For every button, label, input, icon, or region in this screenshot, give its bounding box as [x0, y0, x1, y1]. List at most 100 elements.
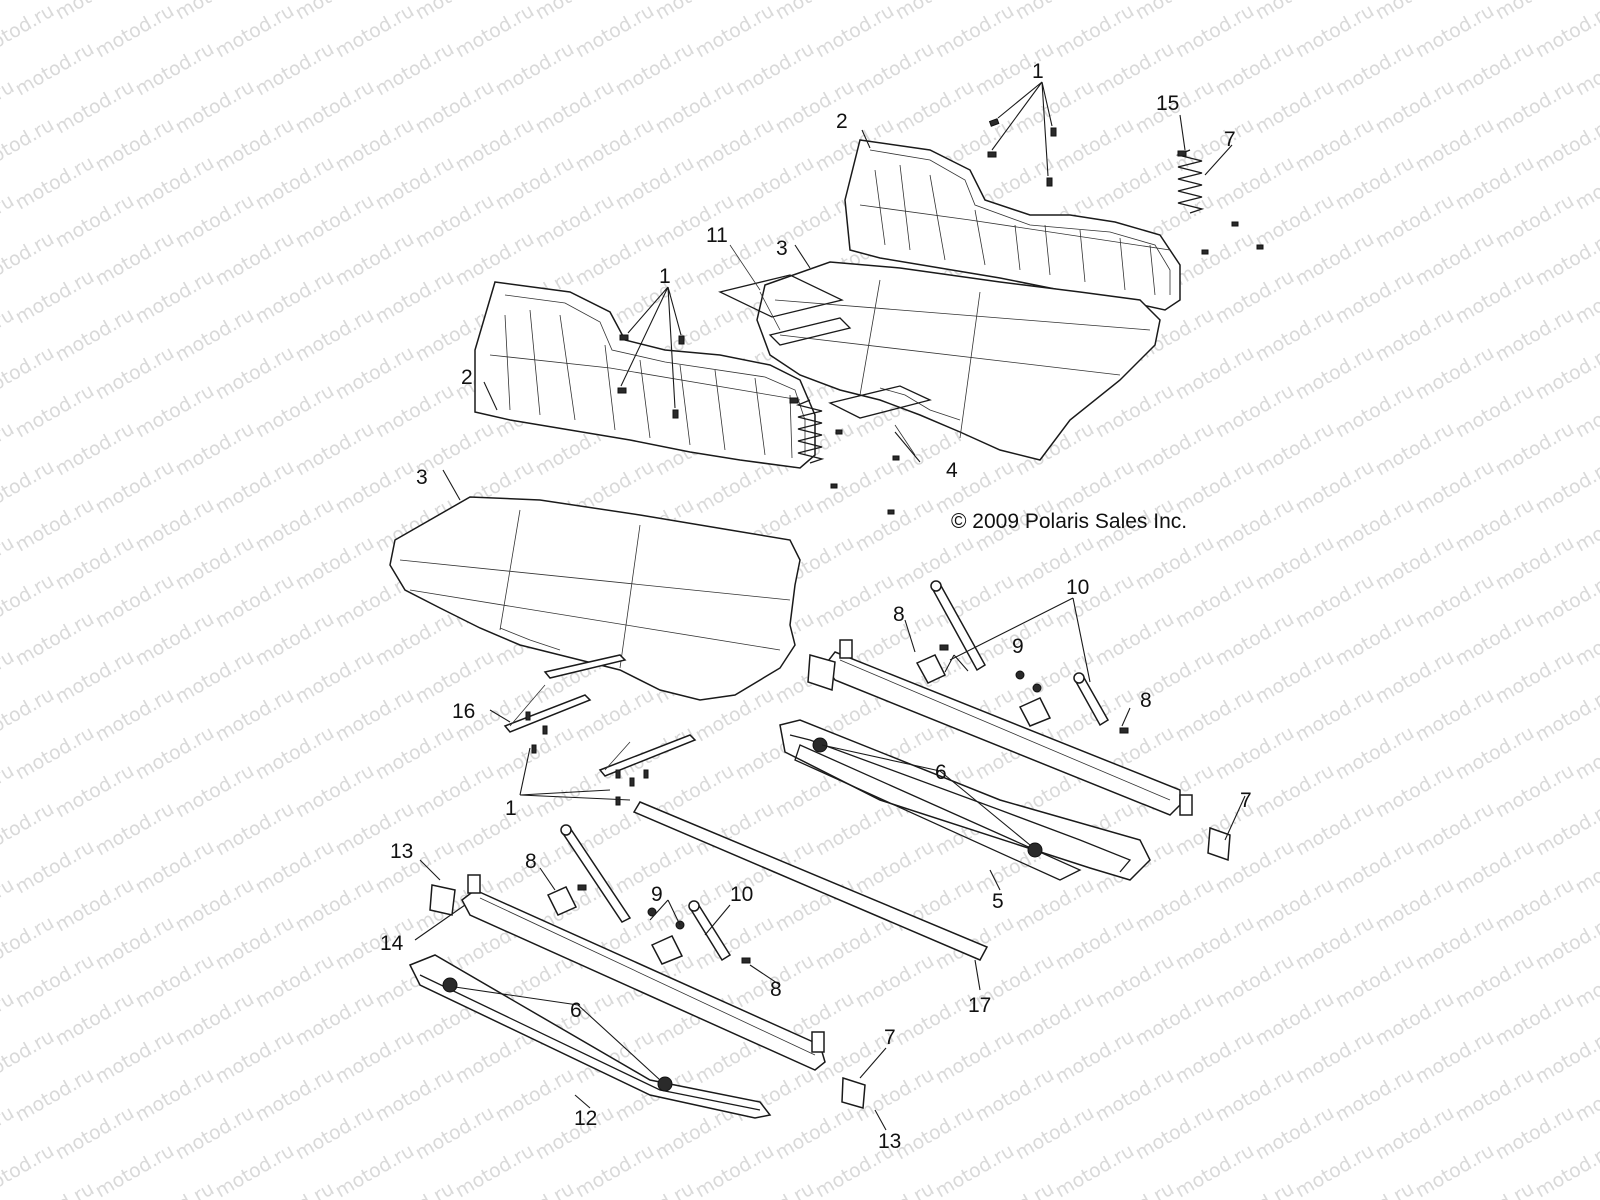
watermark-text: motod.ru [292, 304, 378, 367]
watermark-text: motod.ru [1292, 342, 1378, 405]
watermark-text: motod.ru [132, 836, 218, 899]
watermark-text: motod.ru [612, 152, 698, 215]
callout-15: 15 [1156, 92, 1179, 115]
watermark-text: motod.ru [892, 1102, 978, 1165]
watermark-text: motod.ru [1412, 114, 1498, 177]
watermark-text: motod.ru [292, 418, 378, 481]
watermark-text: motod.ru [1372, 760, 1458, 823]
callout-14: 14 [380, 932, 404, 955]
watermark-text: motod.ru [1452, 152, 1538, 215]
callout-16: 16 [452, 700, 475, 723]
watermark-text: motod.ru [1532, 912, 1600, 975]
watermark-text: motod.ru [212, 114, 298, 177]
watermark-text: motod.ru [1492, 760, 1578, 823]
watermark-text: motod.ru [652, 0, 738, 24]
watermark-text: motod.ru [1132, 0, 1218, 24]
watermark-text: motod.ru [412, 76, 498, 139]
watermark-text: motod.ru [292, 760, 378, 823]
watermark-text: motod.ru [252, 152, 338, 215]
watermark-text: motod.ru [132, 266, 218, 329]
watermark-text: motod.ru [1092, 950, 1178, 1013]
callout-7: 7 [1224, 128, 1236, 151]
watermark-text: motod.ru [332, 342, 418, 405]
watermark-text: motod.ru [372, 38, 458, 101]
watermark-text: motod.ru [492, 152, 578, 215]
watermark-text: motod.ru [452, 228, 538, 291]
watermark-text: motod.ru [1172, 912, 1258, 975]
seat-spring-front [789, 397, 825, 464]
watermark-text: motod.ru [252, 494, 338, 557]
watermark-text: motod.ru [1252, 988, 1338, 1051]
watermark-text: motod.ru [292, 190, 378, 253]
watermark-text: motod.ru [12, 152, 98, 215]
watermark-text: motod.ru [132, 722, 218, 785]
watermark-text: motod.ru [1172, 0, 1258, 62]
front-seat-cushion [389, 496, 801, 701]
copyright-notice: © 2009 Polaris Sales Inc. [951, 510, 1187, 533]
watermark-text: motod.ru [692, 114, 778, 177]
watermark-text: motod.ru [1452, 38, 1538, 101]
watermark-text: motod.ru [1492, 304, 1578, 367]
watermark-text: motod.ru [812, 798, 898, 861]
watermark-text: motod.ru [92, 570, 178, 633]
seat-decals [718, 244, 932, 456]
watermark-text: motod.ru [1012, 988, 1098, 1051]
watermark-text: motod.ru [1452, 722, 1538, 785]
watermark-text: motod.ru [52, 418, 138, 481]
watermark-text: motod.ru [1332, 152, 1418, 215]
watermark-text: motod.ru [92, 114, 178, 177]
watermark-text: motod.ru [972, 1178, 1058, 1200]
watermark-text: motod.ru [932, 1140, 1018, 1200]
watermark-text: motod.ru [0, 1140, 58, 1200]
watermark-text: motod.ru [0, 1026, 58, 1089]
watermark-text: motod.ru [372, 380, 458, 443]
watermark-text: motod.ru [372, 152, 458, 215]
watermark-text: motod.ru [1412, 1026, 1498, 1089]
watermark-text: motod.ru [452, 1140, 538, 1200]
watermark-text: motod.ru [52, 76, 138, 139]
watermark-text: motod.ru [1412, 798, 1498, 861]
watermark-text: motod.ru [852, 950, 938, 1013]
watermark-text: motod.ru [1052, 456, 1138, 519]
watermark-text: motod.ru [1252, 532, 1338, 595]
watermark-text: motod.ru [1252, 190, 1338, 253]
watermark-text: motod.ru [1252, 0, 1338, 24]
watermark-text: motod.ru [1372, 0, 1458, 24]
watermark-text: motod.ru [1212, 1064, 1298, 1127]
watermark-text: motod.ru [1012, 874, 1098, 937]
callout-13: 13 [878, 1130, 901, 1153]
watermark-text: motod.ru [692, 0, 778, 62]
watermark-text: motod.ru [1052, 570, 1138, 633]
watermark-text: motod.ru [1412, 0, 1498, 62]
watermark-text: motod.ru [1172, 684, 1258, 747]
watermark-text: motod.ru [1332, 608, 1418, 671]
watermark-text: motod.ru [1332, 950, 1418, 1013]
callout-9: 9 [1012, 635, 1024, 658]
callout-4: 4 [946, 459, 958, 482]
watermark-text: motod.ru [452, 114, 538, 177]
watermark-text: motod.ru [212, 912, 298, 975]
watermark-text: motod.ru [12, 950, 98, 1013]
rear-latches [915, 644, 1129, 734]
watermark-text: motod.ru [1172, 1026, 1258, 1089]
callout-6: 6 [935, 761, 947, 784]
watermark-text: motod.ru [1212, 380, 1298, 443]
watermark-text: motod.ru [1132, 1102, 1218, 1165]
watermark-text: motod.ru [1052, 0, 1138, 62]
watermark-text: motod.ru [52, 532, 138, 595]
watermark-text: motod.ru [932, 0, 1018, 62]
watermark-text: motod.ru [1252, 304, 1338, 367]
watermark-text: motod.ru [292, 0, 378, 24]
watermark-text: motod.ru [572, 0, 658, 62]
callout-10: 10 [1066, 576, 1089, 599]
watermark-text: motod.ru [372, 722, 458, 785]
watermark-text: motod.ru [252, 380, 338, 443]
watermark-text: motod.ru [252, 38, 338, 101]
watermark-text: motod.ru [252, 1178, 338, 1200]
rear-seat-cushion [756, 261, 1161, 461]
watermark-text: motod.ru [492, 1064, 578, 1127]
watermark-text: motod.ru [1412, 456, 1498, 519]
callout-2: 2 [461, 366, 473, 389]
